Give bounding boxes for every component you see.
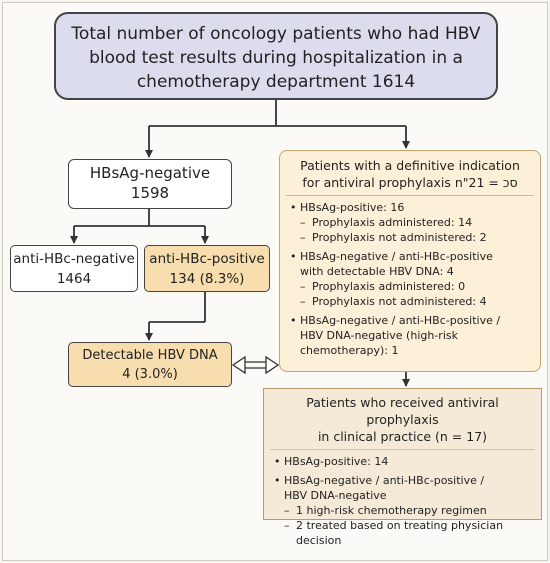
list-item: HBsAg-positive: 14 xyxy=(274,454,533,469)
double-arrow-dna-indication xyxy=(231,355,280,375)
list-item: 2 treated based on treating physician de… xyxy=(274,518,533,548)
list-item: HBV DNA-negative xyxy=(284,489,387,502)
indication-header-line-1: Patients with a definitive indication xyxy=(300,158,520,173)
detectable-dna-count: 4 (3.0%) xyxy=(122,367,178,382)
anti-hbc-negative-label: anti-HBc-negative xyxy=(13,251,135,267)
anti-hbc-negative-count: 1464 xyxy=(56,271,92,287)
hbsag-negative-count: 1598 xyxy=(130,184,170,202)
anti-hbc-positive-count: 134 (8.3%) xyxy=(169,271,245,287)
list-item: HBsAg-negative / anti-HBc-positive / xyxy=(290,313,532,328)
anti-hbc-negative-box: anti-HBc-negative 1464 xyxy=(10,245,138,292)
list-item: HBsAg-negative / anti-HBc-positive xyxy=(290,249,532,264)
received-header-line-1: Patients who received antiviral prophyla… xyxy=(306,395,499,427)
list-item: HBV DNA-negative (high-risk chemotherapy… xyxy=(300,329,458,357)
hbsag-negative-label: HBsAg-negative xyxy=(89,164,211,182)
anti-hbc-positive-box: anti-HBc-positive 134 (8.3%) xyxy=(144,245,270,292)
list-item: 1 high-risk chemotherapy regimen xyxy=(274,503,533,518)
detectable-dna-box: Detectable HBV DNA 4 (3.0%) xyxy=(68,342,232,387)
anti-hbc-positive-label: anti-HBc-positive xyxy=(149,251,265,267)
total-patients-line-1: Total number of oncology patients who ha… xyxy=(71,24,481,44)
received-header: Patients who received antiviral prophyla… xyxy=(270,389,535,450)
list-item: Prophylaxis not administered: 4 xyxy=(290,294,532,309)
received-prophylaxis-box: Patients who received antiviral prophyla… xyxy=(263,388,542,547)
list-item: Prophylaxis not administered: 2 xyxy=(290,230,532,245)
detectable-dna-label: Detectable HBV DNA xyxy=(82,348,218,363)
list-item: Prophylaxis administered: 14 xyxy=(290,215,532,230)
indication-list: HBsAg-positive: 16 Prophylaxis administe… xyxy=(280,200,540,358)
indication-header: Patients with a definitive indication fo… xyxy=(286,151,534,196)
list-item: HBsAg-negative / anti-HBc-positive / xyxy=(274,473,533,488)
hbsag-negative-box: HBsAg-negative 1598 xyxy=(68,159,232,209)
list-item: with detectable HBV DNA: 4 xyxy=(300,265,454,278)
total-patients-box: Total number of oncology patients who ha… xyxy=(54,12,498,100)
list-item: Prophylaxis administered: 0 xyxy=(290,279,532,294)
received-header-line-2: in clinical practice (n = 17) xyxy=(317,429,488,444)
total-patients-line-3: chemotherapy department 1614 xyxy=(136,72,416,92)
indication-header-line-2: for antiviral prophylaxis n"סכ = 21 xyxy=(302,175,518,190)
list-item: HBsAg-positive: 16 xyxy=(290,200,532,215)
indication-box: Patients with a definitive indication fo… xyxy=(279,150,541,372)
total-patients-line-2: blood test results during hospitalizatio… xyxy=(89,48,463,68)
received-list: HBsAg-positive: 14 HBsAg-negative / anti… xyxy=(264,454,541,548)
